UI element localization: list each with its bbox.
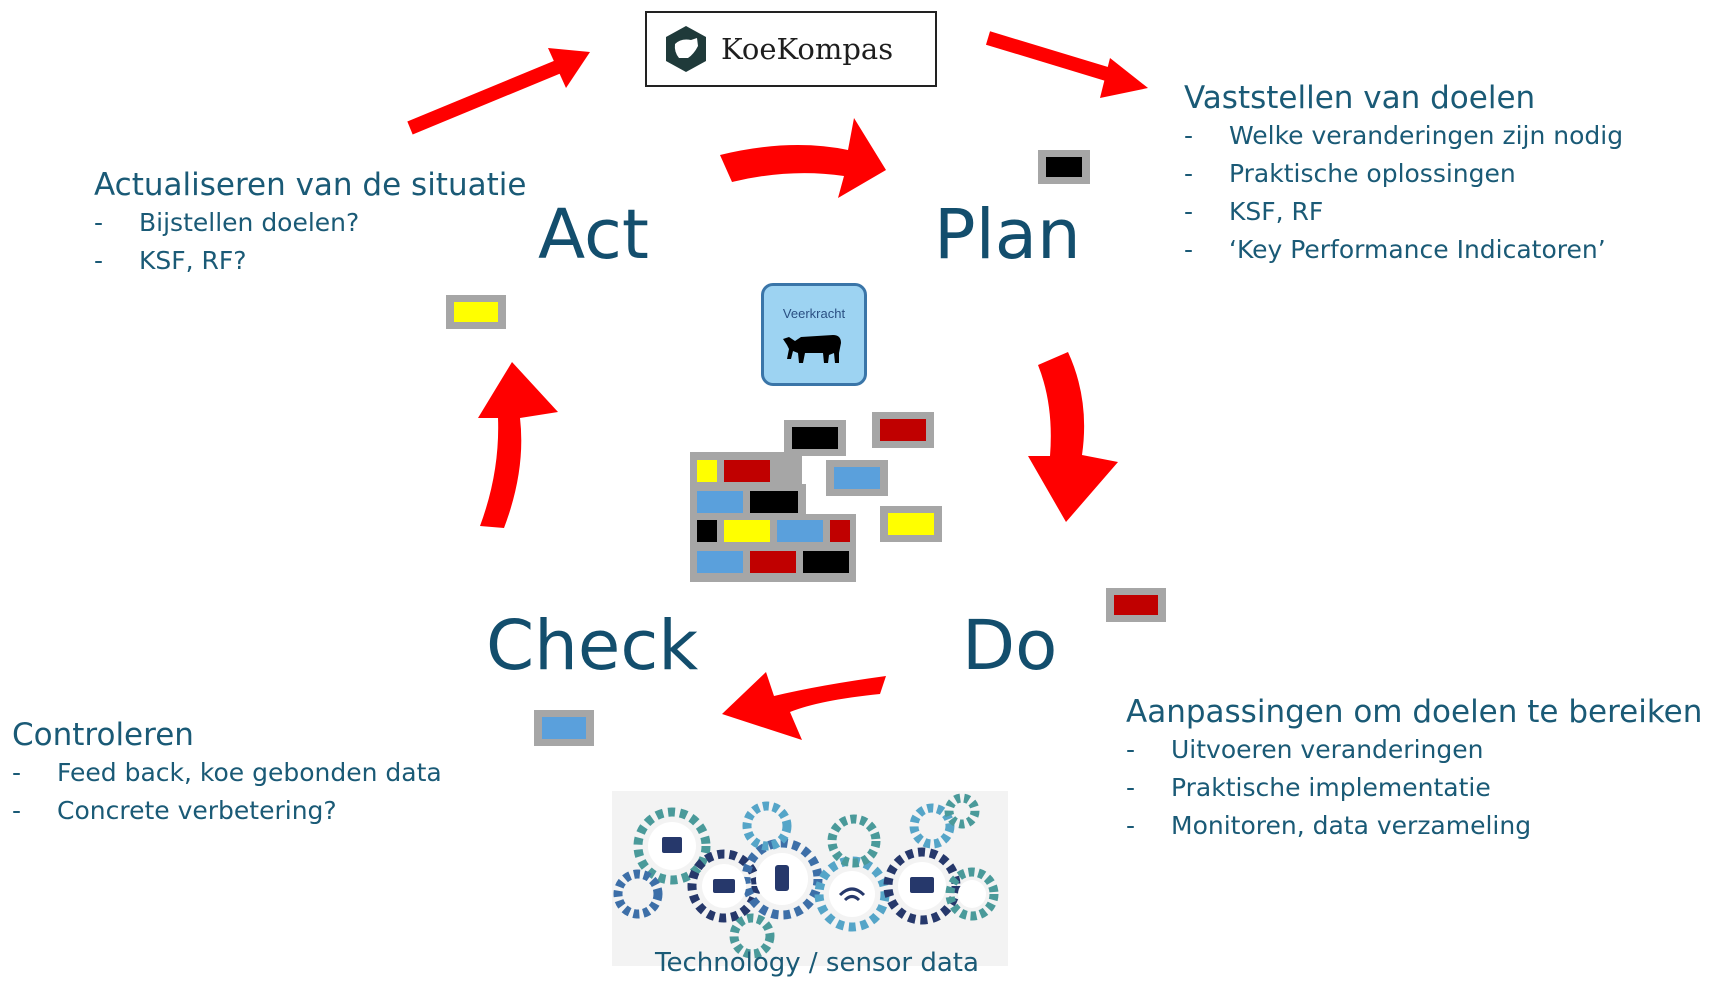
act-panel: Actualiseren van de situatie Bijstellen …: [94, 167, 526, 280]
arrow-check-to-act: [478, 362, 558, 528]
koekompas-emblem-icon: [666, 26, 706, 72]
brick-loose-black: [784, 420, 846, 456]
plan-panel: Vaststellen van doelen Welke verandering…: [1184, 80, 1623, 269]
brick-plan-black: [1038, 150, 1090, 184]
act-panel-list: Bijstellen doelen? KSF, RF?: [94, 204, 526, 280]
do-panel-list: Uitvoeren veranderingen Praktische imple…: [1126, 731, 1702, 845]
list-item: Welke veranderingen zijn nodig: [1184, 117, 1623, 155]
technology-caption: Technology / sensor data: [655, 948, 979, 978]
check-panel-title: Controleren: [12, 717, 194, 753]
cycle-label-do: Do: [962, 606, 1058, 686]
list-item: KSF, RF?: [94, 242, 526, 280]
list-item: ‘Key Performance Indicatoren’: [1184, 231, 1623, 269]
brick-loose-red: [872, 412, 934, 448]
list-item: Monitoren, data verzameling: [1126, 807, 1702, 845]
arrow-act-to-plan: [720, 118, 886, 198]
list-item: Uitvoeren veranderingen: [1126, 731, 1702, 769]
list-item: Praktische implementatie: [1126, 769, 1702, 807]
arrow-from-logo: [985, 31, 1148, 98]
plan-panel-list: Welke veranderingen zijn nodig Praktisch…: [1184, 117, 1623, 269]
cycle-label-plan: Plan: [934, 195, 1081, 275]
veerkracht-label: Veerkracht: [782, 306, 846, 321]
check-panel: Controleren Feed back, koe gebonden data…: [12, 717, 442, 830]
list-item: Bijstellen doelen?: [94, 204, 526, 242]
list-item: Concrete verbetering?: [12, 792, 442, 830]
arrow-plan-to-do: [1028, 352, 1118, 522]
do-panel: Aanpassingen om doelen te bereiken Uitvo…: [1126, 694, 1702, 845]
list-item: Praktische oplossingen: [1184, 155, 1623, 193]
brick-check-blue: [534, 710, 594, 746]
list-item: Feed back, koe gebonden data: [12, 754, 442, 792]
gears-icon: [613, 793, 999, 959]
cow-icon: [783, 335, 841, 363]
list-item: KSF, RF: [1184, 193, 1623, 231]
plan-panel-title: Vaststellen van doelen: [1184, 80, 1536, 116]
cycle-label-check: Check: [486, 606, 699, 686]
brick-loose-yellow: [880, 506, 942, 542]
koekompas-logo: KoeKompas: [645, 11, 937, 87]
arrow-do-to-check: [722, 672, 886, 740]
brick-wall: [690, 452, 856, 582]
brick-act-yellow: [446, 295, 506, 329]
check-panel-list: Feed back, koe gebonden data Concrete ve…: [12, 754, 442, 830]
act-panel-title: Actualiseren van de situatie: [94, 167, 527, 203]
brick-do-red: [1106, 588, 1166, 622]
do-panel-title: Aanpassingen om doelen te bereiken: [1126, 694, 1703, 730]
cycle-label-act: Act: [538, 195, 649, 275]
brick-loose-blue: [826, 460, 888, 496]
arrow-to-logo: [407, 48, 590, 135]
veerkracht-badge: Veerkracht: [761, 283, 867, 386]
technology-illustration: [612, 791, 1008, 966]
logo-text: KoeKompas: [721, 32, 894, 66]
